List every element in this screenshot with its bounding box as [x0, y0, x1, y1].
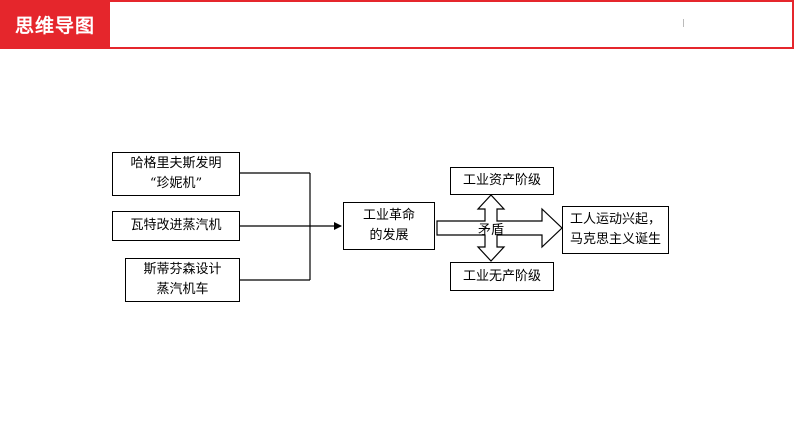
header-frame [110, 0, 794, 49]
header-title: 思维导图 [0, 0, 110, 49]
center-line1: 工业革命 [362, 208, 415, 223]
result-line2: 马克思主义诞生 [569, 232, 661, 247]
header-divider [683, 19, 684, 27]
result-box: 工人运动兴起， 马克思主义诞生 [562, 206, 669, 254]
cause-jenny-line2: “珍妮机” [149, 176, 203, 191]
cause-stephenson-line2: 蒸汽机车 [156, 282, 209, 297]
cause-jenny-box: 哈格里夫斯发明 “珍妮机” [112, 152, 240, 196]
contradiction-cross-arrow [436, 194, 563, 262]
cause-stephenson-line1: 斯蒂芬森设计 [143, 262, 222, 277]
result-line1: 工人运动兴起， [569, 212, 661, 227]
proletariat-label: 工业无产阶级 [462, 268, 541, 284]
bourgeoisie-label: 工业资产阶级 [462, 173, 541, 188]
cause-watt-label: 瓦特改进蒸汽机 [130, 218, 222, 233]
cause-stephenson-box: 斯蒂芬森设计 蒸汽机车 [125, 258, 240, 302]
cause-jenny-line1: 哈格里夫斯发明 [130, 156, 222, 171]
header-bar: 思维导图 [0, 0, 794, 49]
center-industrial-revolution-box: 工业革命 的发展 [343, 202, 435, 250]
center-line2: 的发展 [369, 228, 409, 243]
bourgeoisie-box: 工业资产阶级 [450, 167, 554, 195]
contradiction-label: 矛盾 [478, 223, 505, 238]
proletariat-box: 工业无产阶级 [450, 262, 554, 291]
cause-watt-box: 瓦特改进蒸汽机 [112, 211, 240, 241]
